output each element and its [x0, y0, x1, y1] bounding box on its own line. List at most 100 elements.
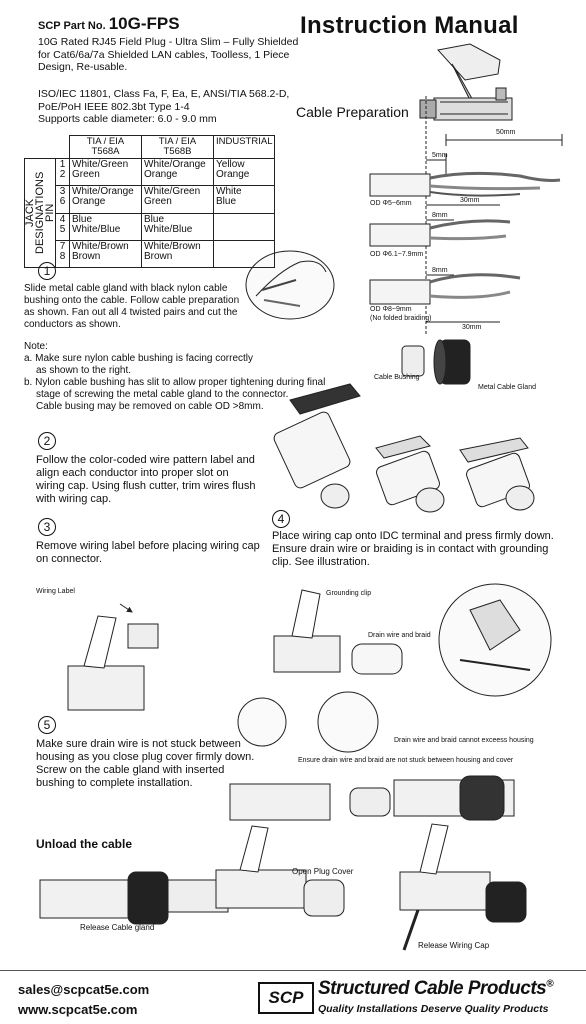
- step-2-number: 2: [38, 432, 56, 450]
- pin-num: 2: [59, 169, 66, 180]
- dim-50mm: 50mm: [496, 129, 516, 136]
- pin-table-header-row: TIA / EIA T568A TIA / EIA T568B INDUSTRI…: [25, 135, 276, 159]
- pin-num: 3: [59, 186, 66, 198]
- standards-text: ISO/IEC 11801, Class Fa, F, Ea, E, ANSI/…: [38, 88, 290, 113]
- metal-gland-label: Metal Cable Gland: [478, 384, 536, 391]
- col-t568b: TIA / EIA T568B: [141, 135, 214, 159]
- cell: White/Blue: [144, 223, 193, 235]
- cell: Brown: [72, 250, 101, 262]
- prepared-cables: [369, 171, 561, 305]
- cell: White/Blue: [72, 223, 121, 235]
- grounding-clip-callout: Grounding clip: [326, 590, 372, 597]
- note-b3: Cable busing may be removed on cable OD …: [36, 401, 264, 412]
- note-title: Note:: [24, 341, 48, 352]
- release-gland-callout: Release Cable gland: [80, 923, 155, 932]
- ensure-drain-callout: Ensure drain wire and braid are not stuc…: [298, 757, 514, 764]
- remove-label-illustration: [67, 603, 159, 711]
- footer-website[interactable]: www.scpcat5e.com: [18, 1002, 138, 1017]
- step-1-text: Slide metal cable gland with black nylon…: [24, 283, 240, 330]
- dim-30mm-b: 30mm: [462, 324, 482, 331]
- bushing-gland: [401, 339, 471, 385]
- dim-8mm-b: 8mm: [432, 267, 448, 274]
- cell: White/Brown: [144, 240, 201, 252]
- dim-30mm-a: 30mm: [460, 197, 480, 204]
- brand-tagline: Quality Installations Deserve Quality Pr…: [318, 1003, 549, 1015]
- page-title: Instruction Manual: [300, 12, 519, 39]
- registered-mark: ®: [546, 978, 554, 990]
- product-description: 10G Rated RJ45 Field Plug - Ultra Slim –…: [38, 36, 299, 73]
- release-cap-callout: Release Wiring Cap: [418, 941, 490, 950]
- cable-bushing-label: Cable Bushing: [374, 374, 420, 381]
- footer-email[interactable]: sales@scpcat5e.com: [18, 982, 150, 997]
- hand-fanning-illustration: [245, 250, 335, 320]
- step-5-text: Make sure drain wire is not stuck betwee…: [36, 738, 255, 789]
- cable-prep-heading: Cable Preparation: [296, 104, 409, 120]
- cell: White/Orange: [144, 159, 206, 170]
- standards-block: ISO/IEC 11801, Class Fa, F, Ea, E, ANSI/…: [38, 88, 300, 126]
- wiring-label-callout: Wiring Label: [36, 588, 75, 595]
- pin-num: 1: [59, 159, 66, 170]
- od-label-2: OD Φ6.1~7.9mm: [370, 251, 424, 258]
- cable-diameter-text: Supports cable diameter: 6.0 - 9.0 mm: [38, 113, 217, 125]
- od-label-3: OD Φ8~9mm: [370, 306, 412, 313]
- close-cover-illustration: [229, 691, 515, 821]
- brand-text: Structured Cable Products: [318, 978, 547, 999]
- note-block: Note: a. Make sure nylon cable bushing i…: [24, 341, 354, 413]
- note-a: a. Make sure nylon cable bushing is faci…: [24, 353, 254, 364]
- pin-num: 4: [59, 213, 66, 225]
- dim-8mm-a: 8mm: [432, 212, 448, 219]
- pin-num: 6: [59, 196, 66, 208]
- step-5-number: 5: [38, 716, 56, 734]
- step-3-number: 3: [38, 518, 56, 536]
- cell: Orange: [144, 169, 178, 180]
- brand-name: Structured Cable Products®: [318, 978, 554, 1000]
- cell: White/Green: [72, 159, 129, 170]
- note-b2: stage of screwing the metal cable gland …: [36, 389, 289, 400]
- col-industrial: INDUSTRIAL: [212, 135, 276, 159]
- drain-braid-callout: Drain wire and braid: [368, 632, 431, 639]
- cell: Brown: [144, 250, 173, 262]
- cell: White: [216, 186, 242, 198]
- step-3-text: Remove wiring label before placing wirin…: [36, 540, 260, 565]
- cell: Green: [144, 196, 172, 208]
- note-b: b. Nylon cable bushing has slit to allow…: [24, 377, 326, 388]
- od-note-3: (No folded braiding): [370, 315, 432, 322]
- idc-terminal-illustration: [273, 583, 552, 697]
- cell: Yellow: [216, 159, 245, 170]
- step-1-number: 1: [38, 262, 56, 280]
- part-number: 10G-FPS: [108, 14, 180, 33]
- cell: Green: [72, 169, 100, 180]
- connector-open-illustration: [419, 43, 513, 121]
- dimension-lines: [425, 96, 563, 335]
- footer-divider: [0, 970, 586, 971]
- step-4-number: 4: [272, 510, 290, 528]
- step-2-text: Follow the color-coded wire pattern labe…: [36, 454, 256, 505]
- unload-heading: Unload the cable: [36, 837, 133, 851]
- scp-logo: SCP: [258, 982, 314, 1014]
- wiring-cap-illustrations: [273, 383, 535, 513]
- cell: Blue: [144, 213, 165, 225]
- dim-5mm: 5mm: [432, 152, 448, 159]
- unload-illustrations: [39, 823, 527, 951]
- jack-designations-label: JACK DESIGNATIONS: [24, 171, 46, 255]
- cell: Blue: [72, 213, 93, 225]
- pin-num: 8: [59, 250, 66, 262]
- cell: White/Orange: [72, 186, 134, 198]
- pin-num: 7: [59, 240, 66, 252]
- cell: White/Green: [144, 186, 201, 198]
- pin-designation-table: TIA / EIA T568A TIA / EIA T568B INDUSTRI…: [24, 135, 276, 269]
- pin-num: 5: [59, 223, 66, 235]
- step-4-text: Place wiring cap onto IDC terminal and p…: [272, 530, 554, 568]
- col-t568a: TIA / EIA T568A: [69, 135, 142, 159]
- part-number-label: SCP Part No. 10G-FPS: [38, 14, 180, 34]
- part-label: SCP Part No.: [38, 20, 106, 32]
- braid-cannot-callout: Drain wire and braid cannot exceess hous…: [394, 737, 534, 744]
- note-a2: as shown to the right.: [36, 365, 132, 376]
- od-label-1: OD Φ5~6mm: [370, 200, 412, 207]
